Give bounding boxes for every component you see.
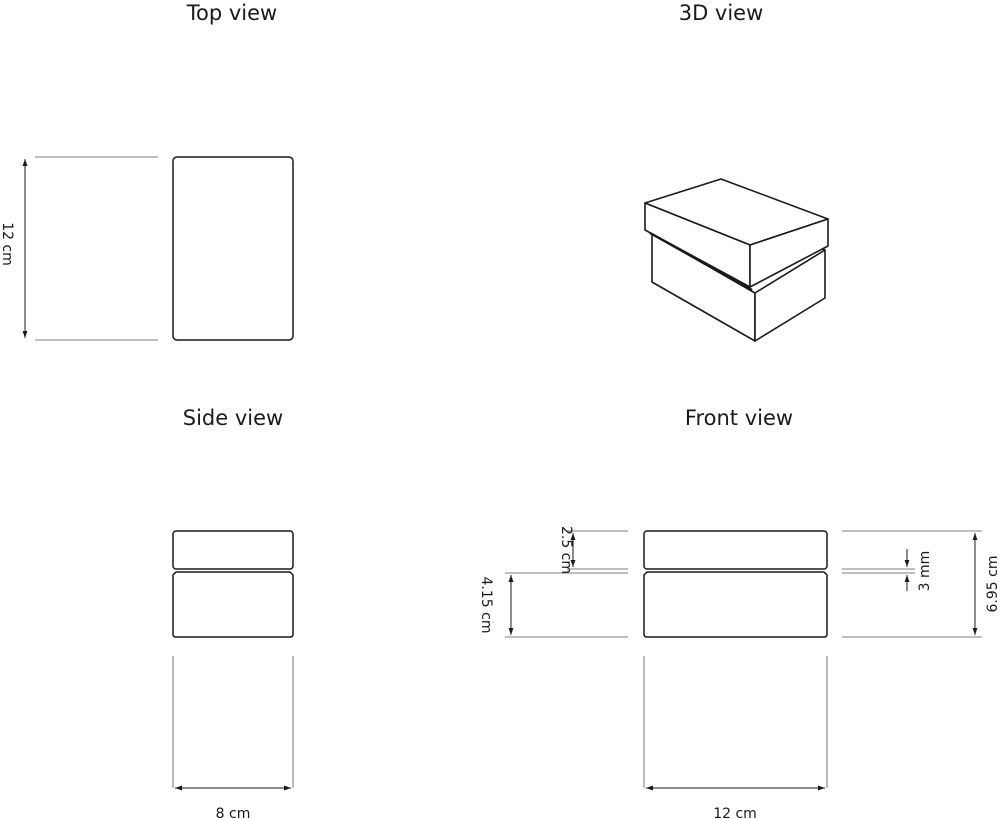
top-length-label: 12 cm bbox=[0, 222, 15, 266]
front-width-label: 12 cm bbox=[713, 806, 757, 819]
side-base bbox=[172, 571, 294, 638]
three-d-view-title: 3D view bbox=[678, 1, 764, 25]
front-view-title: Front view bbox=[684, 406, 794, 430]
side-lid bbox=[172, 530, 294, 570]
front-lid bbox=[643, 530, 828, 570]
lid-height-label: 2.5 cm bbox=[558, 526, 574, 574]
front-base bbox=[643, 571, 828, 638]
side-view-title: Side view bbox=[182, 406, 284, 430]
side-view: 8 cm bbox=[172, 530, 294, 819]
lid-right-face bbox=[749, 218, 829, 288]
top-view: 12 cm bbox=[0, 156, 294, 341]
base-right-face bbox=[754, 249, 826, 342]
gap-label: 3 mm bbox=[917, 551, 933, 592]
three-d-view bbox=[644, 178, 829, 342]
top-view-outline bbox=[172, 156, 294, 341]
side-width-label: 8 cm bbox=[216, 806, 251, 819]
front-view: 2.5 cm 4.15 cm 3 mm 6.95 cm 12 cm bbox=[478, 526, 1000, 819]
base-height-label: 4.15 cm bbox=[478, 577, 494, 634]
total-height-label: 6.95 cm bbox=[985, 556, 1000, 613]
lid-gap-shadow bbox=[649, 231, 753, 292]
top-view-title: Top view bbox=[186, 1, 278, 25]
